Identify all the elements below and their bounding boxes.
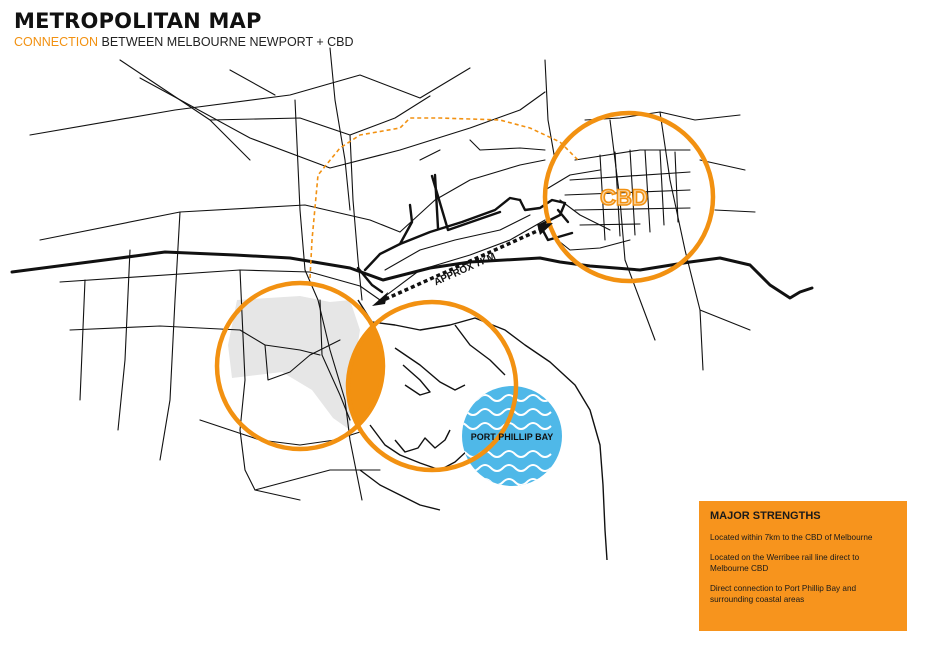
newport-circle [214,280,386,452]
connection-route [309,117,579,279]
cbd-circle [542,110,716,284]
coastline [357,299,608,561]
focus-circles [214,110,716,473]
strength-item-cbd: Located within 7km to the CBD of Melbour… [710,533,873,542]
strength-item-bay: Direct connection to Port Phillip Bay an… [710,584,857,604]
rail-line [10,250,814,300]
page-subtitle: CONNECTION BETWEEN MELBOURNE NEWPORT + C… [14,34,354,50]
major-strengths-box: MAJOR STRENGTHS Located within 7km to th… [699,501,907,631]
cbd-label: CBD [600,185,648,210]
strengths-heading: MAJOR STRENGTHS [710,510,821,522]
bay-label: PORT PHILLIP BAY [471,432,554,442]
page-title: METROPOLITAN MAP [14,9,262,33]
distance-arrow [372,223,553,306]
subtitle-accent: CONNECTION [14,35,99,49]
strength-item-rail: Located on the Werribee rail line direct… [710,553,860,573]
title-block: METROPOLITAN MAP CONNECTION BETWEEN MELB… [14,8,354,50]
yarra-river [356,173,574,294]
bay-connection-circle [345,299,519,473]
newport-site-area [228,296,360,430]
subtitle-rest: BETWEEN MELBOURNE NEWPORT + CBD [98,35,354,49]
